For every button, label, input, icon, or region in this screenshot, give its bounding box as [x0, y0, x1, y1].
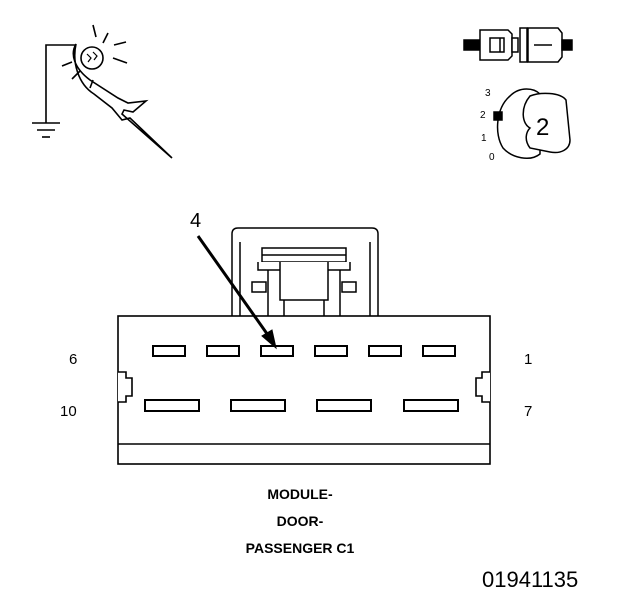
callout-number: 4 — [190, 210, 202, 232]
ignition-position-1: 1 — [481, 133, 487, 144]
cavity-4 — [260, 345, 294, 357]
callout-arrow — [196, 235, 277, 350]
ignition-key-position: 2 — [536, 114, 550, 141]
caption-line-1: MODULE- — [267, 486, 333, 502]
pin-label-top-right: 1 — [524, 351, 533, 368]
cavity-6 — [152, 345, 186, 357]
pin-label-top-left: 6 — [69, 351, 78, 368]
cavity-7 — [403, 399, 459, 412]
cavity-3 — [314, 345, 348, 357]
ignition-switch-icon — [493, 88, 571, 160]
document-number: 01941135 — [482, 567, 579, 592]
connector-body — [117, 315, 491, 465]
ignition-position-0: 0 — [489, 152, 495, 163]
ignition-position-3: 3 — [485, 88, 491, 99]
connector-housing — [231, 227, 379, 318]
test-probe-ground-icon — [32, 24, 173, 159]
cavity-5 — [206, 345, 240, 357]
cavity-row-bottom — [144, 399, 459, 412]
caption-line-2: DOOR- — [276, 513, 324, 529]
cavity-10 — [144, 399, 200, 412]
pin-label-bottom-right: 7 — [524, 403, 533, 420]
caption-line-3: PASSENGER C1 — [245, 540, 355, 556]
ignition-position-2: 2 — [480, 110, 486, 121]
cavity-2 — [368, 345, 402, 357]
cavity-row-top — [152, 345, 456, 357]
cavity-9 — [230, 399, 286, 412]
cavity-8 — [316, 399, 372, 412]
cavity-1 — [422, 345, 456, 357]
pin-label-bottom-left: 10 — [60, 403, 77, 420]
connector-pair-icon — [463, 27, 573, 63]
